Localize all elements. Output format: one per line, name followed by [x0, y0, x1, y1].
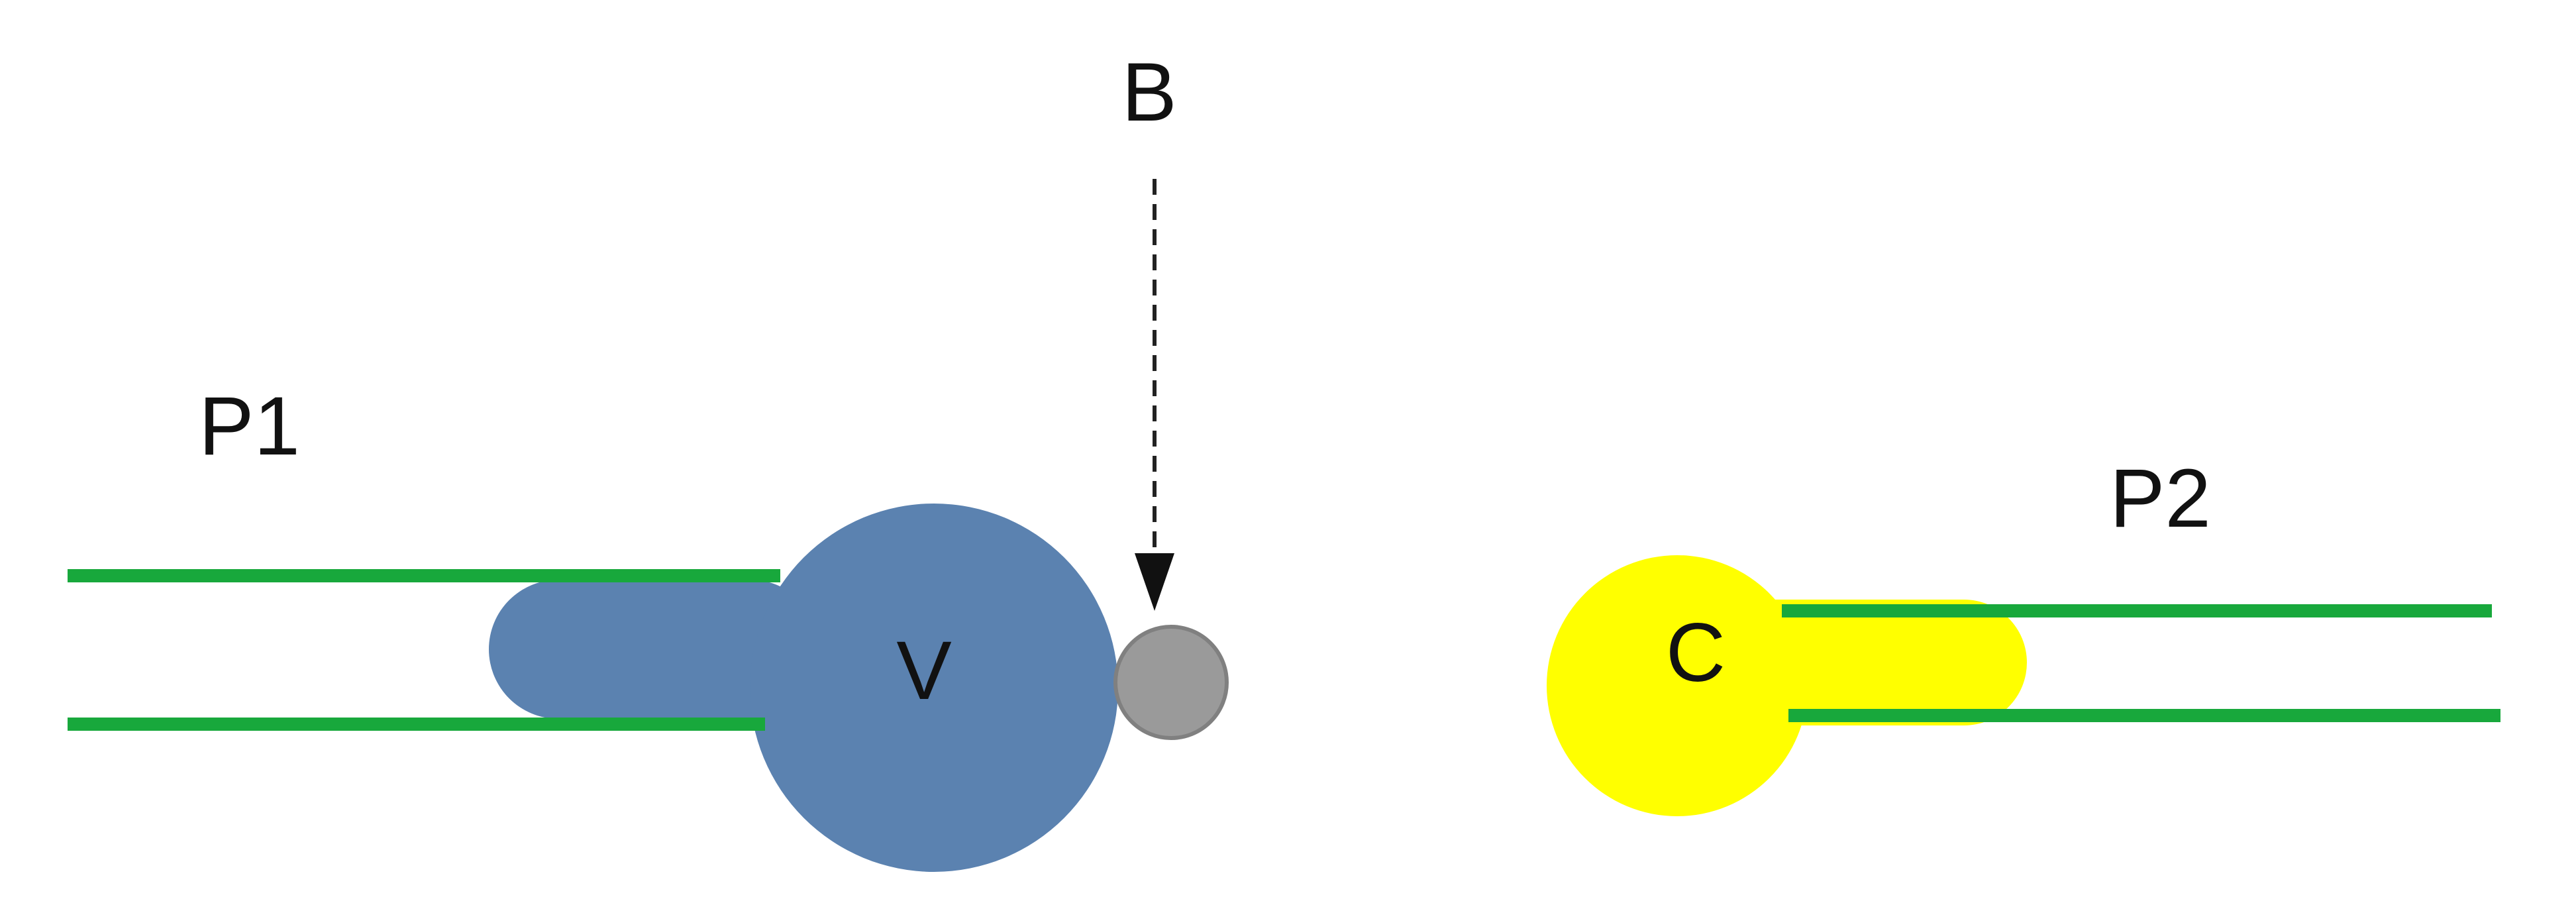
c-body: [1547, 555, 1808, 816]
v-tail: [489, 580, 820, 719]
b-group: B: [1113, 46, 1229, 740]
b-label: B: [1121, 46, 1176, 138]
p1-label: P1: [199, 380, 300, 472]
p2-group: P2 C: [1547, 453, 2500, 816]
p1-group: P1 V: [68, 380, 1118, 872]
c-label: C: [1666, 607, 1726, 699]
b-arrow-head: [1135, 553, 1174, 611]
p2-label: P2: [2110, 453, 2211, 545]
v-body: [750, 504, 1118, 872]
b-particle: [1113, 625, 1229, 740]
v-label: V: [896, 625, 951, 717]
